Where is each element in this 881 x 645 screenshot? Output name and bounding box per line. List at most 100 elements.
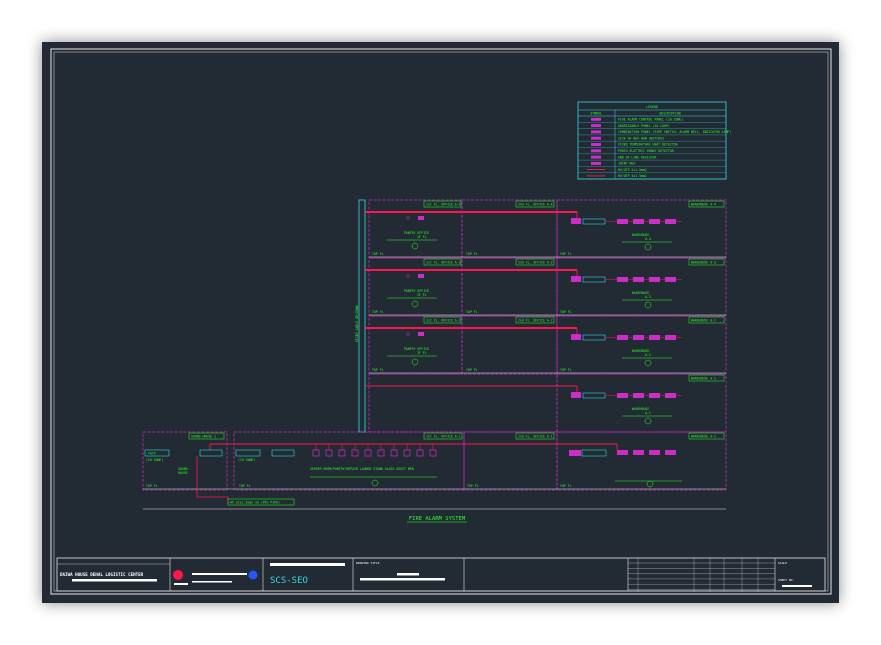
legend-symbol-icon — [591, 143, 601, 146]
ground-detector-icon — [416, 449, 424, 457]
floor-level-mid: TOP FL — [466, 252, 478, 256]
wh-detector-icon — [649, 450, 660, 455]
ground-level: GUARD HOUSE-1 1st FL. OFFICE A-1 2nd FL.… — [142, 431, 727, 510]
legend-symbol-icon — [591, 155, 601, 159]
ground-detector-icon — [390, 449, 398, 457]
floor-right-name: WAREHOUSE — [632, 233, 649, 237]
floor-left-sub: 1F FL — [417, 351, 427, 355]
legend-symbol-icon — [591, 136, 601, 140]
device-icon — [418, 216, 424, 220]
ground-detector-icon — [312, 449, 320, 457]
drawing-title: FIRE ALARM SYSTEM — [409, 516, 466, 522]
detector-icon — [649, 219, 660, 224]
logo-mark-icon — [173, 570, 183, 580]
wh-detector-icon — [665, 450, 676, 455]
office-a1-tag2: 2nd FL. OFFICE A-1 — [518, 435, 553, 439]
detector-icon — [665, 277, 676, 282]
legend-symbol-icon — [591, 130, 601, 134]
ground-detector-icon — [351, 449, 359, 457]
office-a1-tag: 1st FL. OFFICE A-1 — [426, 435, 461, 439]
facp-zone: (10 ZONE) — [146, 458, 163, 462]
device-icon — [418, 332, 424, 336]
floor-right-tag: WAREHOUSE A-4 — [691, 203, 716, 207]
legend-symbol-icon — [591, 124, 601, 128]
detector-icon — [633, 393, 644, 398]
drawing-title-label: DRAWING TITLE — [356, 561, 380, 565]
legend-row-desc: HV/UTP 4x1.5mm2 — [618, 174, 647, 178]
floor-level: TOP FL — [372, 310, 384, 314]
jb-icon — [406, 274, 410, 278]
acp-zone: (10 ZONE) — [238, 458, 255, 462]
ground-level-label-4: TOP FL — [560, 484, 572, 488]
warehouse-a1-box — [556, 431, 727, 491]
floor-right-sub: A-3 — [645, 295, 651, 299]
detector-icon — [665, 219, 676, 224]
panel-icon — [571, 334, 581, 340]
detector-icon — [649, 335, 660, 340]
guard-tag: GUARD HOUSE-1 — [191, 435, 216, 439]
scale-label: SCALE — [778, 561, 787, 565]
ground-detector-icon — [338, 449, 346, 457]
detector-icon — [649, 277, 660, 282]
wh-detector-icon — [617, 450, 628, 455]
logo-mark-blue-icon — [248, 570, 258, 580]
legend-table: LEGEND SYMBOL DESCRIPTION FIRE ALARM CON… — [577, 101, 731, 180]
ground-detector-icon — [429, 449, 437, 457]
legend-symbol-icon — [591, 161, 601, 165]
detector-icon — [665, 335, 676, 340]
detector-icon — [633, 335, 644, 340]
floor-level: TOP FL — [372, 368, 384, 372]
floor-left-name: PANTRY OFFICE — [404, 289, 429, 293]
guard-house-box — [142, 431, 228, 491]
detector-icon — [633, 277, 644, 282]
guard-name: GUARD — [178, 467, 188, 471]
detector-icon — [617, 393, 628, 398]
legend-row-desc: JOINT BOX — [618, 162, 635, 166]
legend-row-desc: SIZE OF BOX HOW SWITCHES — [618, 136, 664, 140]
floor-right-sub: A-1 — [645, 411, 651, 415]
jb-icon — [406, 216, 410, 220]
detector-icon — [649, 393, 660, 398]
cable-note: HV 2Cx1.5mm2 x8 (PVC PIPE) — [230, 501, 280, 505]
drawing-sheet: LEGEND SYMBOL DESCRIPTION FIRE ALARM CON… — [42, 42, 839, 603]
wh-detector-icon — [633, 450, 644, 455]
floor-mid-tag: 2nd FL. OFFICE A-2 — [518, 319, 553, 323]
legend-row-desc: FIXED TEMPERATURE HEAT DETECTOR — [618, 143, 678, 147]
floor-right-sub: A-2 — [645, 353, 651, 357]
drawing-frame — [50, 48, 832, 595]
floor-level-mid: TOP FL — [466, 310, 478, 314]
panel-icon — [571, 276, 581, 282]
floor-level-right: TOP FL — [560, 368, 572, 372]
legend-row-desc: FIRE ALARM CONTROL PANEL (10 ZONE) — [618, 118, 683, 122]
detector-icon — [665, 393, 676, 398]
legend-row-desc: ADDRESSABLE PANEL (10 LOOP) — [618, 124, 670, 128]
panel-icon — [571, 218, 581, 224]
floor-left-tag: 1st FL. OFFICE A-3 — [426, 261, 461, 265]
sheet-label: SHEET NO. — [778, 578, 794, 582]
floor-right-name: WAREHOUSE — [632, 407, 649, 411]
floor-left-sub: 1F FL — [417, 235, 427, 239]
detector-icon — [633, 219, 644, 224]
floor-left-tag: 1st FL. OFFICE A-2 — [426, 319, 461, 323]
ground-detector-icon — [377, 449, 385, 457]
floor-right-name: WAREHOUSE — [632, 349, 649, 353]
floor-level: TOP FL — [372, 252, 384, 256]
floor-right-name: WAREHOUSE — [632, 291, 649, 295]
title-block: DAIWA HOUSE DENAL LOGISTIC CENTER SCS-SE… — [56, 557, 826, 592]
floor-level-right: TOP FL — [560, 252, 572, 256]
floor-right-tag: WAREHOUSE A-2 — [691, 319, 716, 323]
floor-left-sub: 1F FL — [417, 293, 427, 297]
ground-level-label-3: TOP FL — [467, 484, 479, 488]
cad-drawing: LEGEND SYMBOL DESCRIPTION FIRE ALARM CON… — [50, 48, 832, 595]
legend-symbol-icon — [591, 149, 601, 153]
ground-rooms: SERVER ROOM/PANTRY/REPAIR LOUNGE STAND G… — [310, 467, 414, 471]
detector-icon — [617, 335, 628, 340]
floor-level-right: TOP FL — [560, 310, 572, 314]
ground-detector-icon — [364, 449, 372, 457]
detector-icon — [617, 219, 628, 224]
floor-mid-tag: 2nd FL. OFFICE A-3 — [518, 261, 553, 265]
ground-detector-icon — [403, 449, 411, 457]
